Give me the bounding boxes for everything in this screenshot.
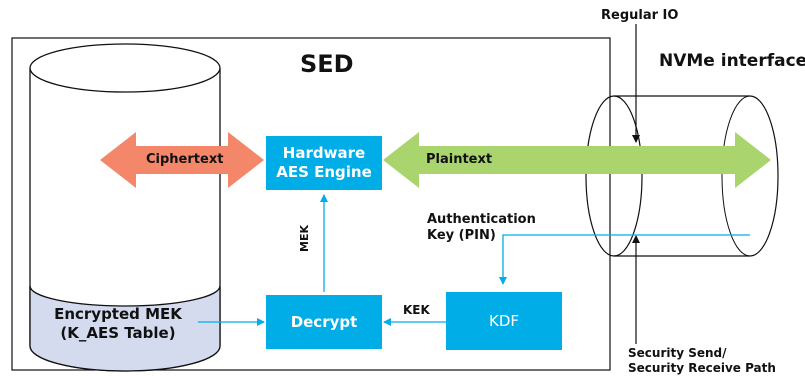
storage-cylinder	[29, 43, 221, 372]
sed-enclosure	[11, 37, 611, 371]
kdf-block: KDF	[446, 292, 562, 350]
kek-label: KEK	[403, 303, 430, 317]
decrypt-block: Decrypt	[266, 295, 382, 349]
aes-engine-block: Hardware AES Engine	[266, 136, 382, 190]
mek-label: MEK	[298, 225, 311, 252]
security-path-label: Security Send/ Security Receive Path	[628, 346, 776, 375]
regular-io-label: Regular IO	[601, 8, 679, 23]
encrypted-mek-label: Encrypted MEK (K_AES Table)	[54, 305, 182, 342]
sed-title: SED	[300, 50, 354, 78]
nvme-pipe	[585, 95, 779, 257]
nvme-interface-label: NVMe interface	[659, 51, 805, 71]
ciphertext-arrow	[100, 132, 264, 188]
ciphertext-label: Ciphertext	[146, 152, 224, 167]
auth-key-arrow	[499, 234, 750, 285]
auth-key-label: Authentication Key (PIN)	[427, 212, 536, 243]
plaintext-label: Plaintext	[426, 152, 493, 167]
plaintext-arrow	[383, 132, 771, 188]
